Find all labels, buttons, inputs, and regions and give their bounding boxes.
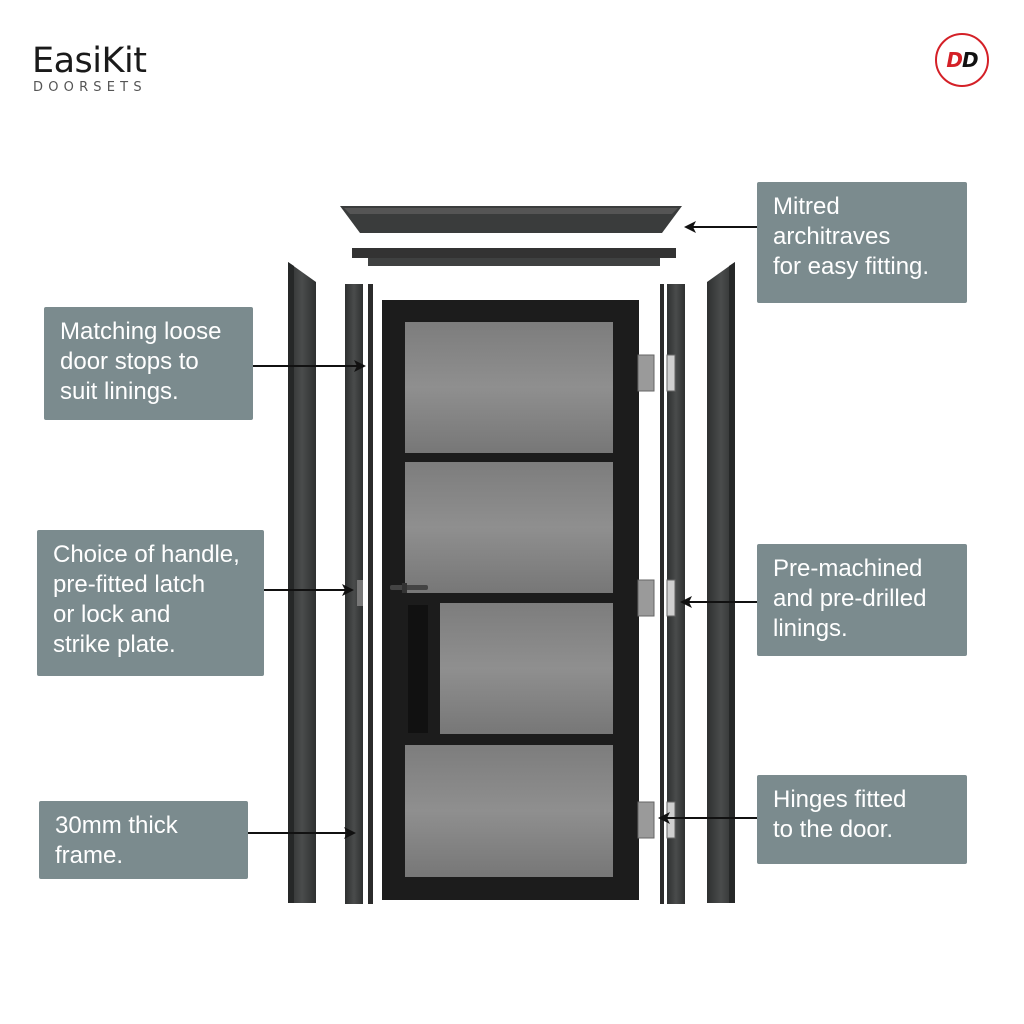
callout-hinges: Hinges fitted to the door. bbox=[757, 775, 967, 864]
dd-logo-letter-1: D bbox=[946, 48, 963, 72]
callout-handle: Choice of handle, pre-fitted latch or lo… bbox=[37, 530, 264, 676]
glass-panel-3 bbox=[440, 603, 613, 734]
top-lining-head bbox=[352, 248, 676, 266]
glass-panel-1 bbox=[405, 322, 613, 453]
callout-door-stops: Matching loose door stops to suit lining… bbox=[44, 307, 253, 420]
right-lining bbox=[660, 284, 685, 904]
glass-panel-4 bbox=[405, 745, 613, 877]
left-architrave bbox=[288, 262, 316, 903]
dd-logo-letter-2: D bbox=[962, 48, 979, 72]
door-hinges bbox=[637, 354, 655, 839]
callout-mitred-architraves: Mitred architraves for easy fitting. bbox=[757, 182, 967, 303]
callout-linings: Pre-machined and pre-drilled linings. bbox=[757, 544, 967, 656]
right-architrave bbox=[707, 262, 735, 903]
left-lining bbox=[345, 284, 373, 904]
glass-panel-2 bbox=[405, 462, 613, 593]
brand-name: EasiKit bbox=[32, 41, 147, 81]
top-architrave bbox=[340, 206, 682, 233]
callout-frame: 30mm thick frame. bbox=[39, 801, 248, 879]
lock-stile bbox=[408, 605, 428, 733]
strike-plate bbox=[357, 580, 363, 606]
brand-subtitle: DOORSETS bbox=[33, 80, 147, 95]
door bbox=[382, 300, 639, 900]
brand-logo: EasiKit DOORSETS bbox=[32, 42, 147, 96]
door-handle bbox=[390, 585, 428, 590]
